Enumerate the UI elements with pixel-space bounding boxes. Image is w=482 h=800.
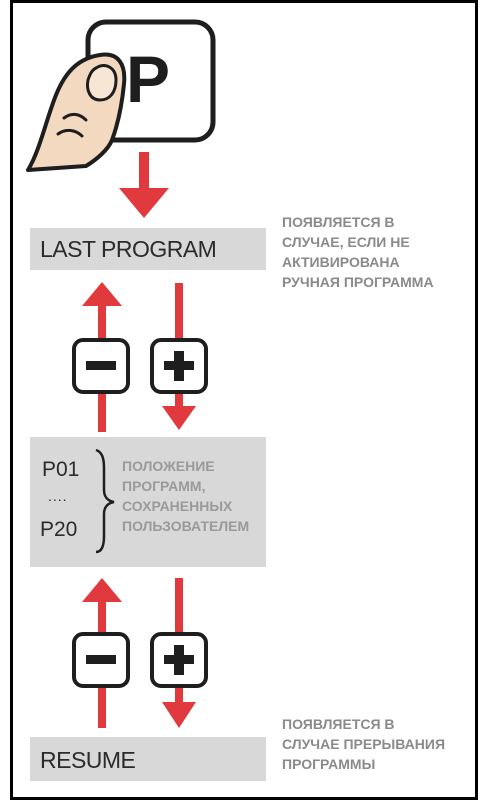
- programs-box: [30, 437, 266, 567]
- p-key-label: P: [126, 42, 171, 116]
- program-last: P20: [40, 518, 78, 541]
- plus-key-icon: [150, 632, 208, 688]
- note-top-line: АКТИВИРОВАНА: [282, 254, 400, 270]
- plus-key-icon: [150, 338, 208, 394]
- last-program-bar: LAST PROGRAM: [30, 228, 266, 270]
- note-top-line: ПОЯВЛЯЕТСЯ В: [282, 214, 395, 230]
- note-bottom-line: ПОЯВЛЯЕТСЯ В: [282, 716, 395, 732]
- program-dots: ....: [48, 488, 68, 504]
- brace-icon: [95, 448, 115, 554]
- note-bottom-line: СЛУЧАЕ ПРЕРЫВАНИЯ: [282, 736, 446, 752]
- note-top-line: РУЧНАЯ ПРОГРАММА: [282, 274, 434, 290]
- programs-description-line: ПОЛОЖЕНИЕ: [122, 458, 215, 474]
- minus-key-icon: [72, 338, 130, 394]
- resume-bar: RESUME: [30, 737, 266, 781]
- programs-description-line: ПОЛЬЗОВАТЕЛЕМ: [122, 518, 250, 534]
- program-first: P01: [42, 458, 80, 481]
- programs-description: ПОЛОЖЕНИЕ ПРОГРАММ, СОХРАНЕННЫХ ПОЛЬЗОВА…: [122, 456, 249, 536]
- arrow-down-icon: [119, 152, 169, 218]
- last-program-label: LAST PROGRAM: [40, 236, 217, 262]
- finger-icon: [26, 52, 127, 172]
- programs-description-line: ПРОГРАММ,: [122, 478, 206, 494]
- resume-label: RESUME: [40, 747, 136, 773]
- minus-key-icon: [72, 632, 130, 688]
- note-bottom: ПОЯВЛЯЕТСЯ В СЛУЧАЕ ПРЕРЫВАНИЯ ПРОГРАММЫ: [282, 714, 445, 774]
- programs-description-line: СОХРАНЕННЫХ: [122, 498, 233, 514]
- note-top-line: СЛУЧАЕ, ЕСЛИ НЕ: [282, 234, 410, 250]
- note-bottom-line: ПРОГРАММЫ: [282, 756, 376, 772]
- note-top: ПОЯВЛЯЕТСЯ В СЛУЧАЕ, ЕСЛИ НЕ АКТИВИРОВАН…: [282, 212, 434, 292]
